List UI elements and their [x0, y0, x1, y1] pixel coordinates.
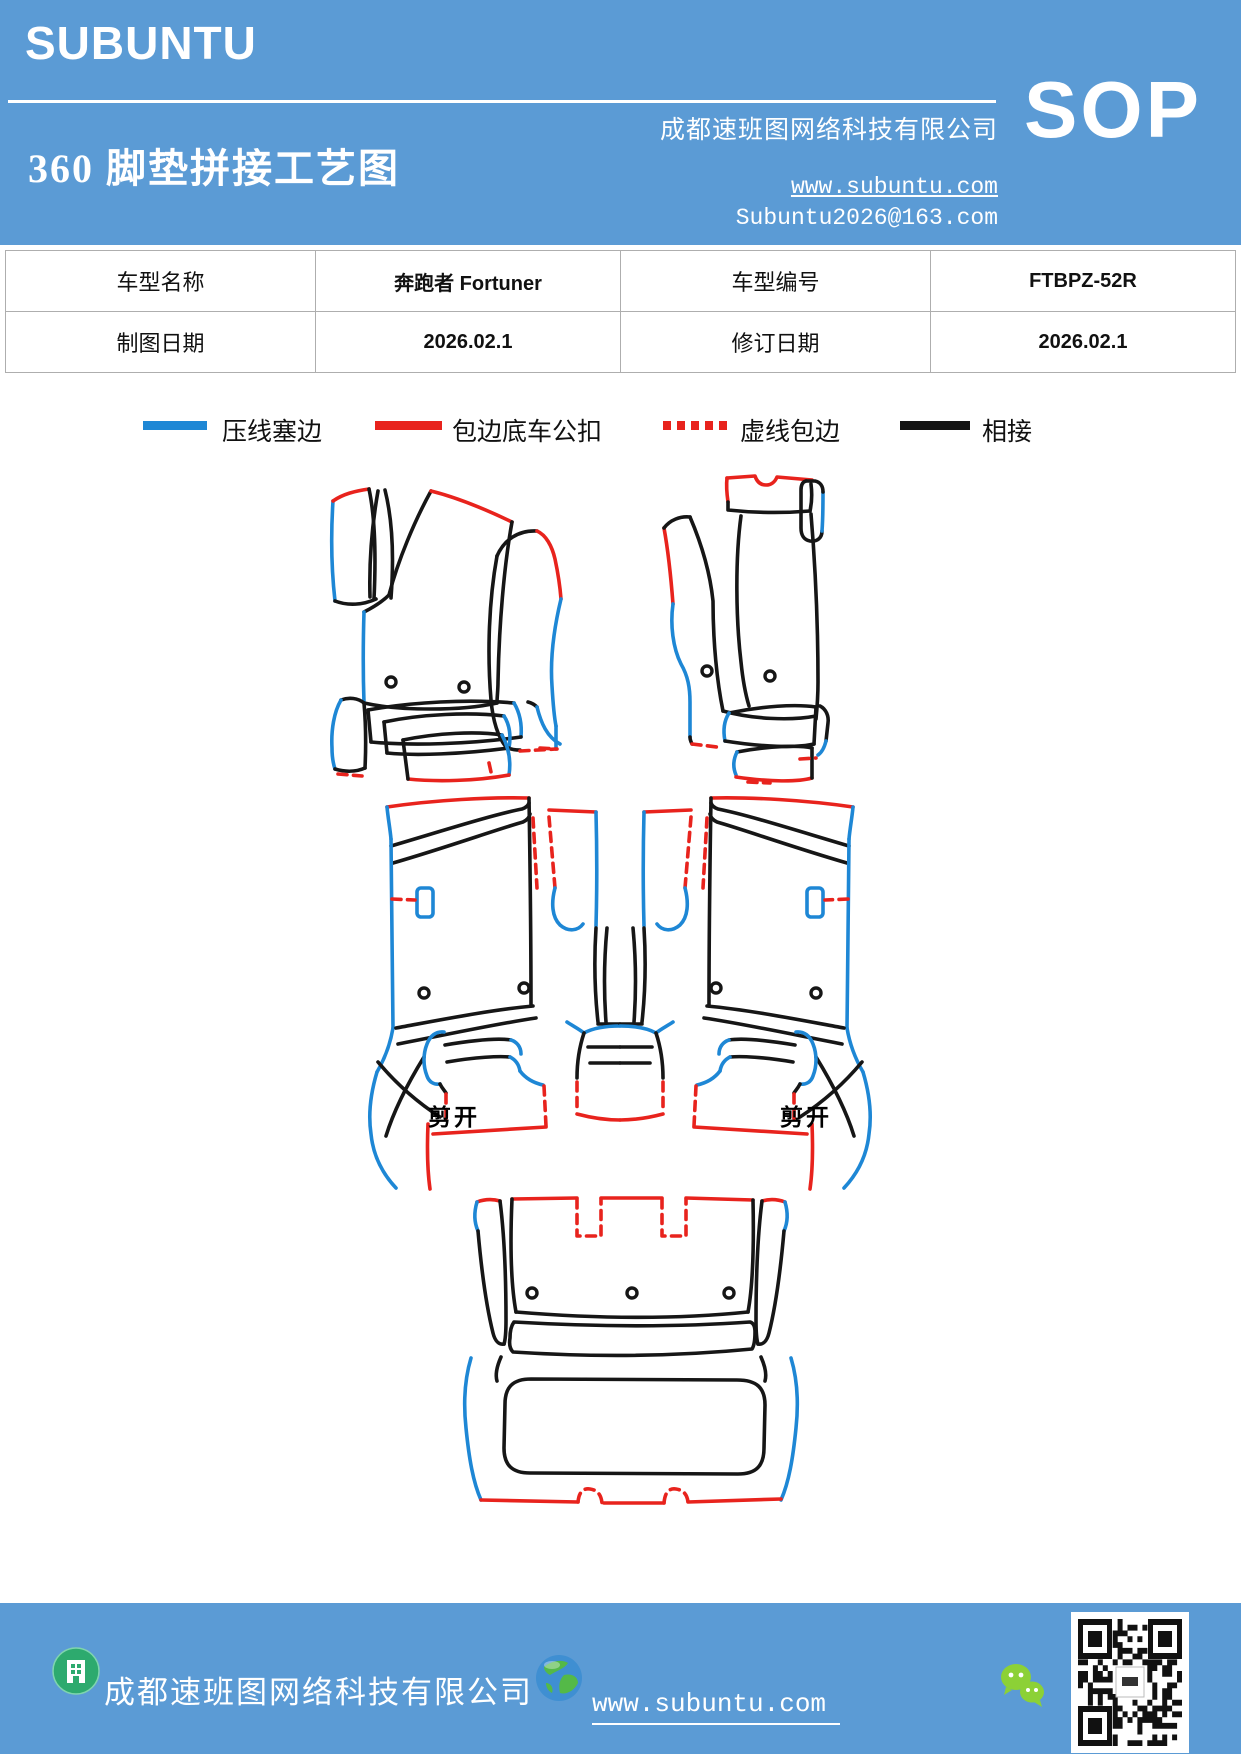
legend-blue-line-swatch — [143, 421, 207, 430]
model-code-value: FTBPZ-52R — [929, 250, 1237, 312]
table-row: 制图日期 2026.02.1 修订日期 2026.02.1 — [5, 311, 1237, 373]
model-name-label: 车型名称 — [5, 250, 316, 312]
draw-date-label: 制图日期 — [5, 311, 316, 373]
header-divider — [8, 100, 996, 103]
footer-company-name: 成都速班图网络科技有限公司 — [104, 1675, 533, 1710]
revise-date-label: 修订日期 — [619, 311, 931, 373]
legend-item-label: 相接 — [982, 419, 1033, 446]
second-row-right-mat-drawing — [618, 796, 872, 1191]
trunk-mat-drawing — [462, 1196, 800, 1505]
second-row-left-mat-drawing — [368, 796, 622, 1191]
footer-website-link[interactable]: www.subuntu.com — [592, 1689, 841, 1725]
legend-dashed-line-swatch — [663, 421, 729, 430]
company-name: 成都速班图网络科技有限公司 — [659, 117, 998, 144]
legend-item-label: 压线塞边 — [222, 419, 323, 446]
cut-open-label-left: 剪开 — [428, 1105, 480, 1130]
draw-date-value: 2026.02.1 — [314, 311, 621, 373]
line-legend: 压线塞边 包边底车公扣 虚线包边 相接 — [0, 406, 1241, 450]
sop-label: SOP — [1024, 65, 1202, 154]
legend-black-line-swatch — [900, 421, 970, 430]
model-code-label: 车型编号 — [619, 250, 931, 312]
header-email: Subuntu2026@163.com — [735, 205, 998, 231]
table-row: 车型名称 奔跑者 Fortuner 车型编号 FTBPZ-52R — [5, 250, 1237, 312]
front-right-mat-drawing — [662, 474, 830, 785]
cut-open-label-right: 剪开 — [780, 1105, 832, 1130]
globe-icon — [536, 1655, 582, 1701]
header-band: SUBUNTU 360 脚垫拼接工艺图 成都速班图网络科技有限公司 SOP ww… — [0, 0, 1241, 245]
wechat-icon — [1001, 1664, 1044, 1707]
qr-code — [1071, 1612, 1189, 1753]
header-website-link[interactable]: www.subuntu.com — [790, 174, 998, 200]
footer-band: 成都速班图网络科技有限公司 www.subuntu.com — [0, 1603, 1241, 1754]
building-icon — [52, 1647, 100, 1695]
model-name-value: 奔跑者 Fortuner — [314, 250, 621, 312]
legend-red-line-swatch — [375, 421, 442, 430]
vehicle-info-table: 车型名称 奔跑者 Fortuner 车型编号 FTBPZ-52R 制图日期 20… — [5, 250, 1237, 373]
page-title: 360 脚垫拼接工艺图 — [28, 146, 400, 191]
legend-item-label: 虚线包边 — [740, 419, 841, 446]
legend-item-label: 包边底车公扣 — [452, 419, 603, 446]
front-left-mat-drawing — [329, 487, 563, 783]
brand-logo: SUBUNTU — [25, 17, 257, 69]
revise-date-value: 2026.02.1 — [929, 311, 1237, 373]
